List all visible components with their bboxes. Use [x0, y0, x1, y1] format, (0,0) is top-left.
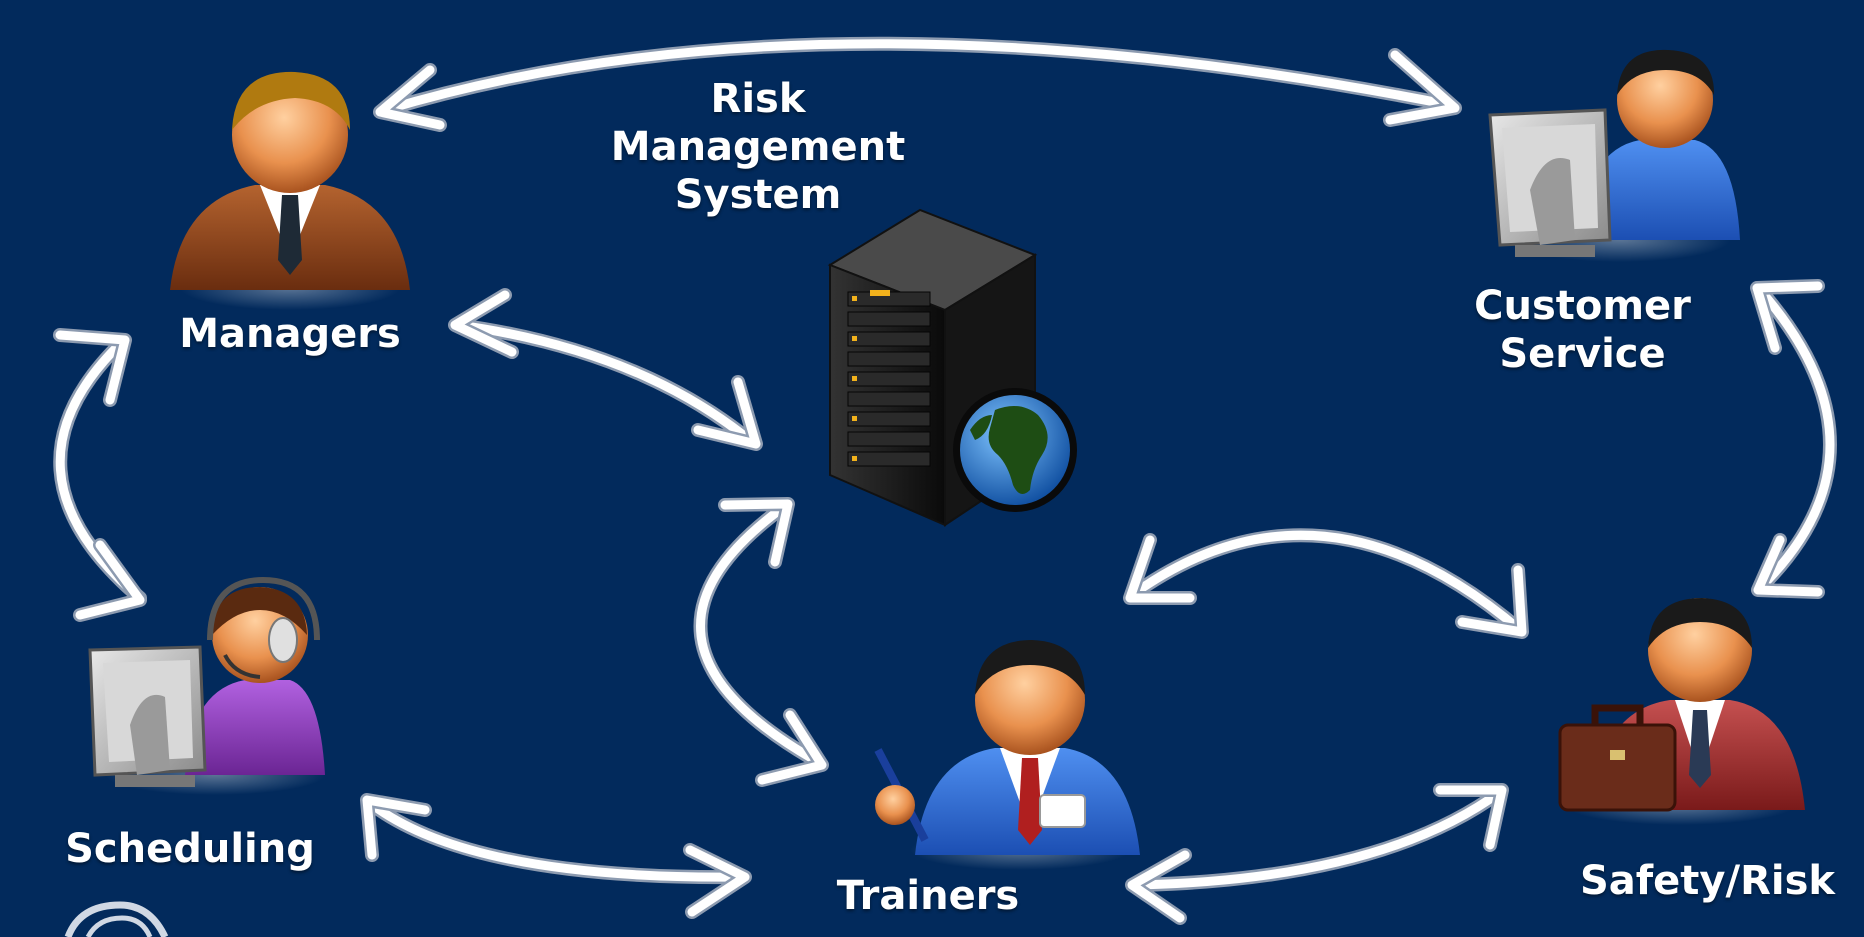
- arrow-customer-service-safety-risk: [1750, 279, 1837, 599]
- arrow-managers-risk-system: [448, 288, 763, 451]
- arrow-risk-system-trainers: [693, 497, 829, 787]
- logo-emblem-icon: [64, 901, 169, 937]
- arrow-risk-system-safety-risk: [1123, 528, 1529, 639]
- managers-label: Managers: [179, 311, 401, 357]
- headset-operator-icon: [88, 576, 325, 795]
- arrow-scheduling-trainers: [360, 793, 752, 919]
- safety-risk-label: Safety/Risk: [1579, 858, 1836, 904]
- scheduling-label: Scheduling: [65, 826, 315, 872]
- customer-service-computer-icon: [1488, 49, 1740, 262]
- trainers-label: Trainers: [836, 873, 1020, 919]
- briefcase-person-icon: [1558, 598, 1805, 825]
- trainer-person-icon: [874, 640, 1140, 870]
- arrow-trainers-safety-risk: [1125, 783, 1509, 925]
- customer-service-label: Customer Service: [1474, 283, 1691, 377]
- arrow-managers-customer-service: [373, 36, 1462, 132]
- server-globe-icon: [827, 208, 1077, 527]
- manager-person-icon: [170, 71, 410, 310]
- risk-management-system-label: Risk Management System: [610, 76, 906, 218]
- arrow-managers-scheduling: [53, 328, 147, 622]
